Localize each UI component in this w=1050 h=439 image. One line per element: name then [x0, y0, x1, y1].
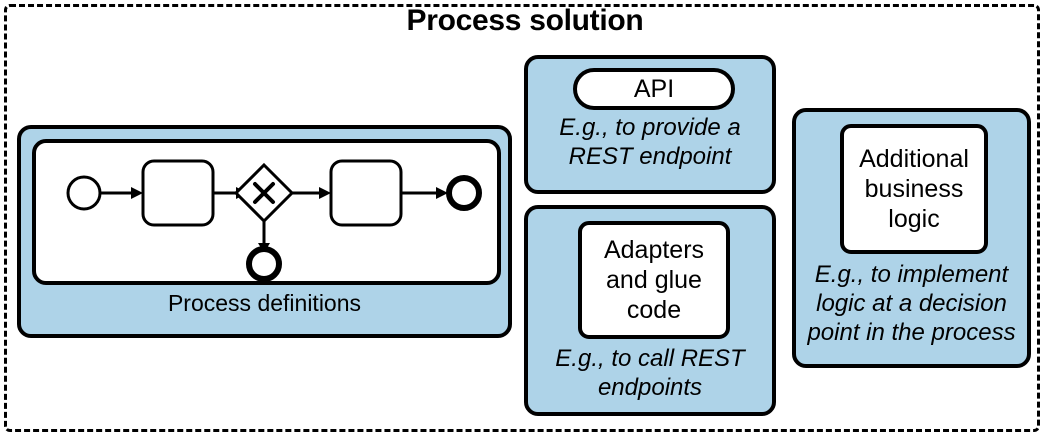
process-definitions-card: Process definitions	[17, 125, 512, 338]
logic-note: E.g., to implement logic at a decision p…	[798, 260, 1025, 347]
adapters-heading-panel: Adapters and glue code	[578, 221, 730, 339]
adapters-card: Adapters and glue code E.g., to call RES…	[524, 205, 776, 416]
logic-heading-label: Additional business logic	[859, 144, 969, 234]
process-definitions-caption: Process definitions	[167, 290, 362, 316]
page-title: Process solution	[406, 4, 644, 37]
api-heading-panel: API	[573, 68, 735, 110]
process-solution-boundary	[4, 4, 1040, 432]
logic-note-line-1: E.g., to implement	[814, 261, 1009, 288]
api-note-line-1: E.g., to provide a	[559, 114, 741, 141]
adapters-heading-line-1: Adapters	[603, 236, 705, 264]
api-card: API E.g., to provide a REST endpoint	[524, 55, 776, 194]
adapters-heading-label: Adapters and glue code	[604, 235, 704, 325]
bpmn-diagram-panel	[32, 139, 501, 285]
bpmn-end-event-bottom	[246, 246, 282, 281]
logic-note-line-3: point in the process	[807, 319, 1016, 346]
adapters-note-line-1: E.g., to call REST	[555, 345, 745, 372]
adapters-heading-line-3: code	[626, 296, 682, 324]
adapters-note-line-2: endpoints	[597, 374, 703, 401]
bpmn-task-1	[141, 159, 215, 227]
logic-heading-panel: Additional business logic	[840, 124, 988, 254]
adapters-note: E.g., to call REST endpoints	[532, 344, 768, 402]
bpmn-diagram-svg	[66, 159, 482, 281]
api-note: E.g., to provide a REST endpoint	[534, 113, 766, 171]
api-heading-label: API	[633, 75, 675, 103]
bpmn-task-2	[329, 159, 403, 227]
logic-heading-line-1: Additional	[859, 145, 969, 173]
bpmn-exclusive-gateway	[233, 162, 295, 224]
bpmn-end-event-right	[446, 175, 482, 211]
logic-heading-line-3: logic	[888, 205, 940, 233]
api-note-line-2: REST endpoint	[568, 143, 732, 170]
logic-heading-line-2: business	[864, 175, 964, 203]
logic-note-line-2: logic at a decision	[816, 290, 1007, 317]
additional-business-logic-card: Additional business logic E.g., to imple…	[792, 108, 1031, 368]
adapters-heading-line-2: and glue	[606, 266, 702, 294]
bpmn-start-event	[66, 175, 102, 211]
